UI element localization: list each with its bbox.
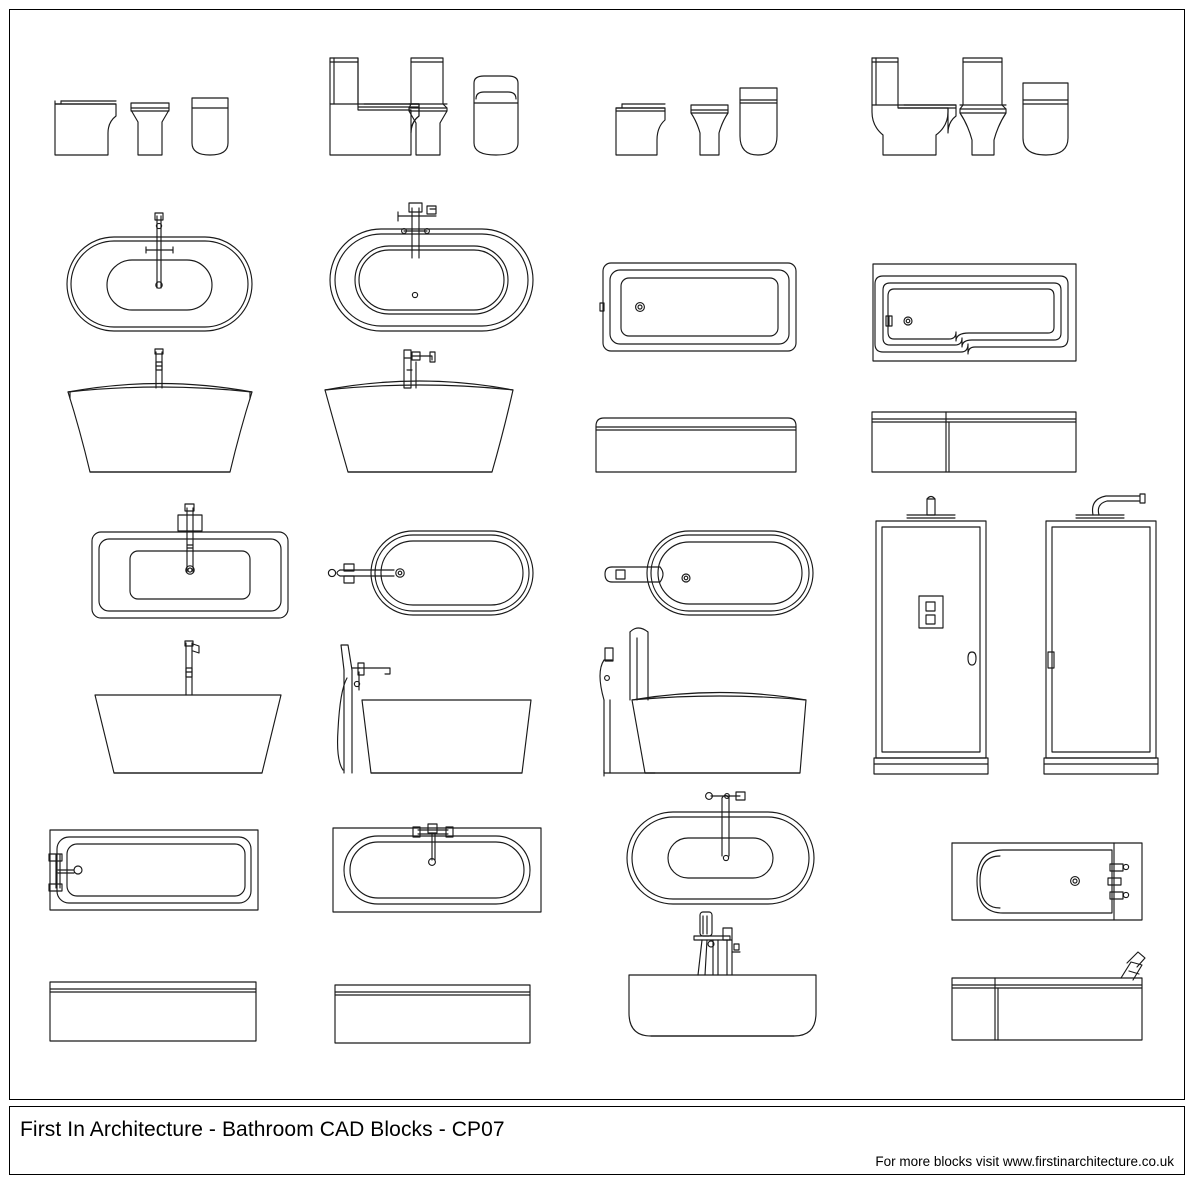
block-oval-freestanding-bath-plan <box>67 213 252 331</box>
block-rectangular-bath-plan <box>600 263 796 351</box>
wc3-front-elevation <box>691 105 728 155</box>
block-oval-bath-plan-side-tap-2 <box>605 531 813 615</box>
shower-arm-elevation <box>1076 494 1145 518</box>
drawing-frame-border <box>9 9 1185 1100</box>
wc-front-elevation <box>131 103 169 155</box>
deck-taps-plan <box>49 854 74 891</box>
wc-side-elevation <box>55 101 116 155</box>
floor-tap-elevation <box>155 349 163 388</box>
block-close-coupled-wc-rounded <box>872 58 1068 155</box>
freestanding-tap-plan <box>178 504 202 572</box>
cad-blocks-canvas <box>0 0 1194 1110</box>
block-shower-enclosure-elevation-controls <box>874 497 988 775</box>
sheet-title: First In Architecture - Bathroom CAD Blo… <box>20 1118 505 1141</box>
wc2-plan <box>474 76 518 155</box>
wc2-front-elevation <box>409 58 447 155</box>
rounded-bath-tap-shower <box>694 912 740 975</box>
block-close-coupled-wc-square <box>330 58 518 155</box>
wc3-side-elevation <box>616 104 665 155</box>
tap-with-hand-shower <box>338 645 390 773</box>
block-oval-freestanding-bath-plan-tap <box>627 792 814 904</box>
side-tap-plan-left <box>328 564 394 583</box>
shower-head-elevation <box>907 497 955 519</box>
block-rectangular-bath-plan-freestanding-tap <box>92 504 288 618</box>
block-rounded-bath-elevation-hand-shower <box>629 912 816 1036</box>
block-tapered-bath-elevation-hand-shower <box>338 645 531 773</box>
block-bath-panel-elevation-curved <box>596 418 796 472</box>
block-back-to-wall-bath-plan-taps <box>952 843 1142 920</box>
block-back-to-wall-wc <box>55 98 228 155</box>
shower-controls-panel <box>919 596 943 628</box>
block-bath-panel-elevation-1 <box>50 982 256 1041</box>
block-slipper-bath-elevation-hand-shower <box>325 350 513 472</box>
block-oval-inset-bath-plan-taps <box>333 824 541 912</box>
block-rectangular-bath-plan-end-taps <box>49 830 258 910</box>
block-oval-bath-plan-side-tap <box>328 531 533 615</box>
wc3-plan <box>740 88 777 155</box>
corner-tap-elevation <box>1121 952 1145 980</box>
tapered-bath-tap <box>185 641 199 695</box>
block-l-shaped-shower-bath-plan <box>873 264 1076 361</box>
end-taps-plan <box>1108 864 1129 899</box>
block-shower-enclosure-elevation-arm <box>1044 494 1158 774</box>
block-bath-panel-elevation-2 <box>335 985 530 1043</box>
tall-floor-tap <box>600 628 655 776</box>
side-tap-plan-left-2 <box>605 567 663 582</box>
block-slipper-bath-elevation-tall-tap <box>600 628 806 776</box>
block-bath-panel-elevation-corner-tap <box>952 952 1145 1040</box>
tap-hand-shower-elevation <box>404 350 435 388</box>
block-wall-hung-wc <box>616 88 777 155</box>
block-bath-panel-elevation-two-panel <box>872 412 1076 472</box>
block-tapered-bath-elevation-tap <box>95 641 281 773</box>
wc4-front-elevation <box>960 58 1006 155</box>
block-oval-double-ended-bath-plan <box>330 203 533 331</box>
oval-bath-floor-tap-plan <box>706 792 745 856</box>
wc-plan <box>192 98 228 155</box>
title-block: First In Architecture - Bathroom CAD Blo… <box>9 1106 1185 1175</box>
wc4-plan <box>1023 83 1068 155</box>
wc2-side-elevation <box>330 58 419 155</box>
bath-mixer-plan <box>398 203 436 258</box>
wc4-side-elevation <box>872 58 956 155</box>
block-slipper-bath-elevation <box>68 349 252 472</box>
deck-mixer-plan <box>413 824 453 860</box>
floor-tap-plan <box>146 213 173 288</box>
sheet-credit: For more blocks visit www.firstinarchite… <box>875 1154 1174 1169</box>
